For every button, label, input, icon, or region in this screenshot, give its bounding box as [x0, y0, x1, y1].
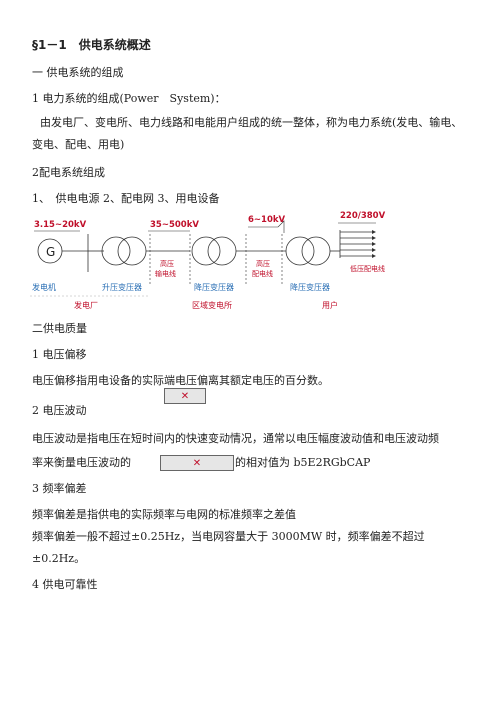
svg-text:高压: 高压 [160, 259, 174, 268]
zone-power-plant: 发电厂 [74, 300, 98, 310]
label-step-up: 升压变压器 [102, 282, 142, 292]
step-up-transformer [101, 236, 131, 266]
item-power-system: 1 电力系统的组成(Power System)： [32, 92, 226, 105]
voltage-distribution: 6~10kV [248, 215, 286, 225]
quality-3-text: 频率偏差是指供电的实际频率与电网的标准频率之差值 [32, 508, 296, 521]
section-heading: §1－1 供电系统概述 [32, 38, 151, 52]
label-generator: 发电机 [32, 282, 56, 292]
quality-4-title: 4 供电可靠性 [32, 578, 98, 591]
svg-text:G: G [46, 245, 55, 259]
label-step-down-1: 降压变压器 [194, 282, 234, 292]
quality-3-text-2: 频率偏差一般不超过±0.25Hz，当电网容量大于 3000MW 时，频率偏差不超… [32, 530, 425, 565]
voltage-user: 220/380V [340, 211, 386, 221]
power-system-diagram: 3.15~20kV 35~500kV 6~10kV 220/380V G 高压 … [30, 211, 386, 310]
voltage-generation: 3.15~20kV [34, 220, 87, 230]
step-down-transformer-1 [191, 236, 221, 266]
item-distribution: 2配电系统组成 [32, 166, 105, 179]
quality-1-text: 电压偏移指用电设备的实际端电压偏离其额定电压的百分数。 [32, 374, 329, 387]
broken-image-icon-2: ✕ [160, 455, 234, 471]
svg-text:输电线: 输电线 [155, 269, 176, 278]
broken-image-icon: ✕ [164, 388, 206, 404]
quality-1-title: 1 电压偏移 [32, 348, 87, 361]
label-step-down-2: 降压变压器 [290, 282, 330, 292]
zone-regional-substation: 区域变电所 [192, 300, 232, 310]
step-down-transformer-2 [285, 236, 315, 266]
broken-image-x-icon-2: ✕ [192, 457, 202, 469]
svg-text:配电线: 配电线 [252, 269, 273, 278]
section-title-composition: 一 供电系统的组成 [32, 66, 124, 79]
svg-text:低压配电线: 低压配电线 [350, 264, 385, 273]
zone-user: 用户 [322, 300, 338, 310]
voltage-transmission: 35~500kV [150, 220, 199, 230]
item-distribution-list: 1、 供电电源 2、配电网 3、用电设备 [32, 192, 220, 205]
section-title-quality: 二供电质量 [32, 322, 87, 335]
quality-2-text-b-right: 的相对值为 b5E2RGbCAP [235, 456, 371, 469]
quality-2-text-a: 电压波动是指电压在短时间内的快速变动情况，通常以电压幅度波动值和电压波动频 [32, 432, 439, 445]
paragraph-power-system: 由发电厂、变电所、电力线路和电能用户组成的统一整体，称为电力系统(发电、输电、变… [32, 116, 463, 151]
quality-2-text-b-left: 率来衡量电压波动的 [32, 456, 131, 469]
quality-2-title: 2 电压波动 [32, 404, 87, 417]
broken-image-x-icon: ✕ [180, 390, 190, 402]
quality-3-title: 3 频率偏差 [32, 482, 87, 495]
svg-text:高压: 高压 [256, 259, 270, 268]
